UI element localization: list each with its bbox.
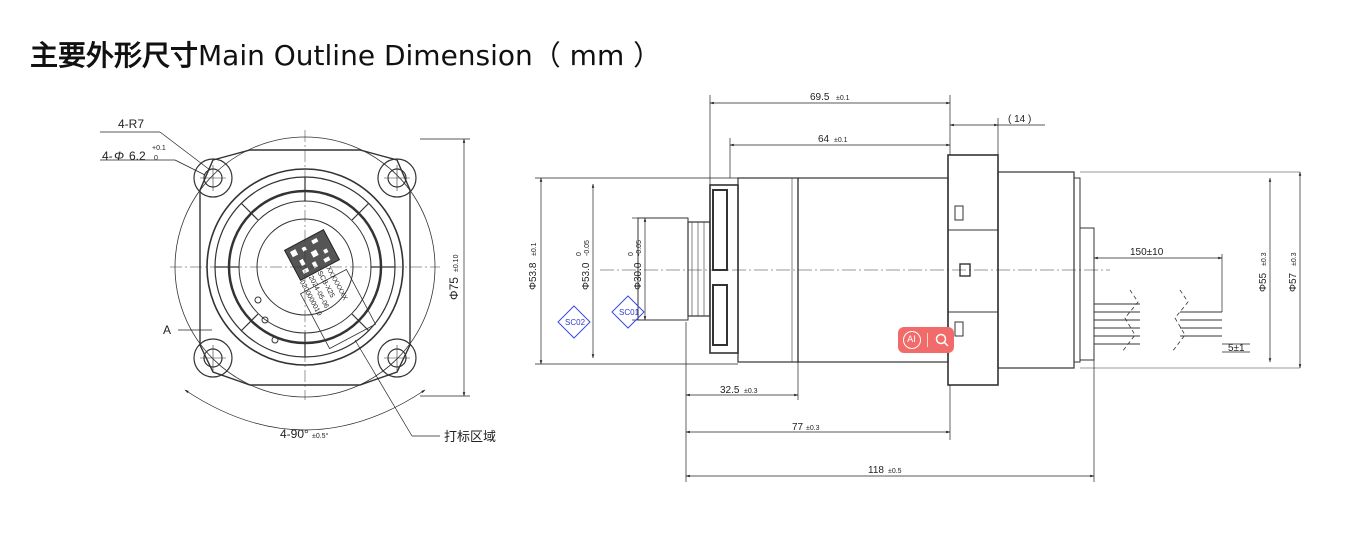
dim-14: ( 14 ) — [1008, 114, 1031, 125]
dim-150: 150±10 — [1130, 247, 1164, 258]
svg-text:0: 0 — [628, 252, 635, 256]
angle-label: 4-90° — [280, 427, 309, 441]
label-area — [299, 268, 377, 350]
dim-32-5: 32.5 — [720, 385, 740, 396]
side-view — [600, 154, 1300, 386]
svg-text:Φ55: Φ55 — [1258, 272, 1269, 292]
svg-text:0: 0 — [576, 252, 583, 256]
page-title: 主要外形尺寸Main Outline Dimension（ mm ） — [30, 34, 661, 74]
dim-53-8: Φ53.8 ±0.1 — [528, 242, 539, 290]
dim-77: 77 — [792, 422, 804, 433]
badge-separator — [926, 333, 928, 347]
svg-text:Φ53.0: Φ53.0 — [581, 262, 592, 290]
svg-text:±0.3: ±0.3 — [1261, 252, 1268, 266]
dim-32-5-tol: ±0.3 — [744, 388, 758, 395]
dim-69-5-tol: ±0.1 — [836, 95, 850, 102]
front-annotations — [100, 131, 470, 437]
ear-bottom-left — [193, 338, 233, 378]
ear-top-right — [377, 158, 417, 198]
ai-search-badge[interactable]: AI — [898, 327, 954, 353]
svg-text:±0.10: ±0.10 — [453, 254, 460, 272]
dim-57: Φ57 ±0.3 — [1288, 252, 1299, 292]
ear-bottom-right — [377, 338, 417, 378]
dim-64-tol: ±0.1 — [834, 137, 848, 144]
dim-118: 118 — [868, 465, 884, 476]
front-view — [170, 130, 440, 400]
dim-77-tol: ±0.3 — [806, 425, 820, 432]
outer-diameter-label: Φ75 ±0.10 — [447, 254, 461, 300]
title-en: Main Outline Dimension（ mm ） — [198, 39, 662, 72]
hole-value: 6.2 — [129, 149, 146, 163]
dim-55: Φ55 ±0.3 — [1258, 252, 1269, 292]
svg-text:SC02: SC02 — [565, 318, 586, 327]
sc01-marker: SC01 — [611, 295, 645, 329]
section-mark: A — [163, 323, 171, 337]
hole-phi: Φ — [114, 149, 124, 163]
svg-text:-0.05: -0.05 — [584, 240, 591, 256]
ear-top-left — [193, 158, 233, 198]
svg-text:SC01: SC01 — [619, 308, 640, 317]
wires — [1094, 303, 1222, 345]
marking-area-label: 打标区域 — [444, 430, 496, 445]
svg-text:±0.3: ±0.3 — [1291, 252, 1298, 266]
svg-text:Φ30.0: Φ30.0 — [633, 262, 644, 290]
hole-prefix: 4- — [102, 149, 113, 163]
dim-64: 64 — [818, 134, 830, 145]
shaft — [637, 217, 689, 321]
hole-tol-lower: 0 — [154, 155, 158, 162]
dim-5: 5±1 — [1228, 343, 1245, 354]
svg-text:Φ75: Φ75 — [447, 277, 461, 300]
dim-118-tol: ±0.5 — [888, 468, 902, 475]
svg-text:±0.1: ±0.1 — [531, 242, 538, 256]
front-label-text: XXXXXXXX SCB-X25 2024-05-06 0200000010 — [298, 265, 348, 317]
dim-69-5: 69.5 — [810, 92, 830, 103]
sc02-marker: SC02 — [557, 305, 591, 339]
flange — [199, 149, 411, 386]
shaft-step — [687, 221, 711, 317]
svg-text:Φ57: Φ57 — [1288, 272, 1299, 292]
r7-label: 4-R7 — [118, 117, 144, 131]
dim-53-0: Φ53.0 0 -0.05 — [576, 240, 592, 290]
hole-tol-upper: +0.1 — [152, 145, 166, 152]
connector — [1079, 227, 1095, 361]
dim-30-0: Φ30.0 0 -0.05 — [628, 240, 644, 290]
angle-tol: ±0.5° — [312, 432, 329, 440]
side-dimensions — [535, 95, 1302, 482]
search-icon[interactable] — [934, 332, 950, 348]
ai-icon[interactable]: AI — [902, 331, 921, 349]
title-cn: 主要外形尺寸 — [30, 39, 199, 72]
svg-text:-0.05: -0.05 — [636, 240, 643, 256]
svg-text:Φ53.8: Φ53.8 — [528, 262, 539, 290]
